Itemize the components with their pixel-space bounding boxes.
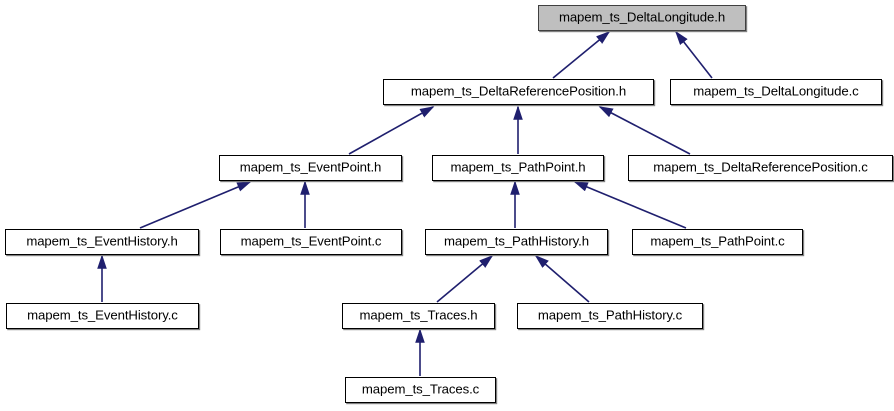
graph-node-event_history_c[interactable]: mapem_ts_EventHistory.c (6, 303, 199, 329)
graph-edge-path_history_c-to-path_history_h (534, 254, 590, 303)
graph-node-event_point_c[interactable]: mapem_ts_EventPoint.c (220, 229, 402, 255)
graph-edge-event_point_h-to-delta_reference_position_h (348, 106, 435, 155)
graph-node-traces_h[interactable]: mapem_ts_Traces.h (342, 303, 495, 329)
graph-node-delta_reference_position_h[interactable]: mapem_ts_DeltaReferencePosition.h (383, 79, 654, 105)
graph-node-traces_c[interactable]: mapem_ts_Traces.c (345, 377, 496, 403)
graph-node-event_point_h[interactable]: mapem_ts_EventPoint.h (219, 155, 402, 181)
graph-node-path_point_h[interactable]: mapem_ts_PathPoint.h (432, 155, 604, 181)
graph-edge-delta_reference_position_h-to-delta_longitude_h (552, 30, 611, 79)
graph-node-label: mapem_ts_Traces.h (359, 307, 478, 323)
graph-node-label: mapem_ts_DeltaReferencePosition.h (410, 83, 627, 99)
graph-node-path_history_c[interactable]: mapem_ts_PathHistory.c (517, 303, 703, 329)
graph-edge-delta_reference_position_c-to-delta_reference_position_h (598, 106, 691, 155)
graph-edge-event_history_h-to-event_point_h (139, 181, 252, 229)
graph-node-label: mapem_ts_DeltaReferencePosition.c (653, 159, 868, 175)
graph-node-label: mapem_ts_EventPoint.h (239, 159, 382, 175)
graph-node-label: mapem_ts_PathHistory.c (537, 307, 683, 323)
graph-node-path_point_c[interactable]: mapem_ts_PathPoint.c (632, 229, 803, 255)
graph-node-label: mapem_ts_PathHistory.h (444, 233, 589, 249)
graph-node-label: mapem_ts_EventHistory.c (27, 307, 178, 323)
graph-node-delta_longitude_h[interactable]: mapem_ts_DeltaLongitude.h (538, 5, 746, 31)
graph-node-label: mapem_ts_PathPoint.h (450, 159, 586, 175)
graph-node-label: mapem_ts_DeltaLongitude.h (558, 9, 726, 25)
graph-node-delta_reference_position_c[interactable]: mapem_ts_DeltaReferencePosition.c (628, 155, 893, 181)
graph-node-label: mapem_ts_DeltaLongitude.c (693, 83, 859, 99)
graph-node-label: mapem_ts_EventPoint.c (240, 233, 382, 249)
graph-edge-traces_h-to-path_history_h (436, 254, 494, 303)
graph-node-label: mapem_ts_EventHistory.h (26, 233, 178, 249)
graph-node-delta_longitude_c[interactable]: mapem_ts_DeltaLongitude.c (670, 79, 882, 105)
graph-node-event_history_h[interactable]: mapem_ts_EventHistory.h (5, 229, 199, 255)
graph-node-label: mapem_ts_Traces.c (361, 381, 480, 397)
graph-node-label: mapem_ts_PathPoint.c (650, 233, 785, 249)
graph-edge-path_point_c-to-path_point_h (573, 181, 687, 229)
graph-edge-delta_longitude_c-to-delta_longitude_h (675, 30, 713, 79)
graph-node-path_history_h[interactable]: mapem_ts_PathHistory.h (425, 229, 608, 255)
